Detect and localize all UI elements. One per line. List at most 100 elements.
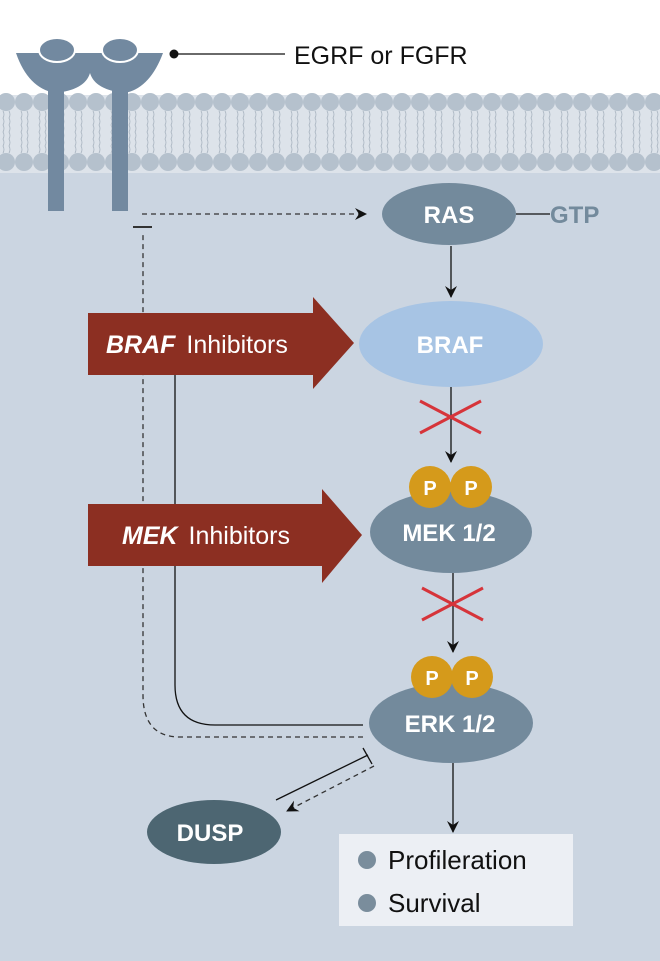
erk-feedback-solid-line [174, 350, 363, 726]
lipid-head [15, 93, 33, 111]
lipid-tail [80, 110, 83, 154]
lipid-tail [206, 110, 209, 154]
lipid-tail [146, 110, 149, 154]
lipid-tail [98, 110, 101, 154]
lipid-head [519, 153, 537, 171]
lipid-tail [38, 110, 41, 154]
lipid-head [213, 153, 231, 171]
lipid-head [393, 153, 411, 171]
lipid-head [411, 153, 429, 171]
lipid-head [627, 93, 645, 111]
lipid-head [609, 93, 627, 111]
lipid-head [303, 93, 321, 111]
lipid-tail [470, 110, 473, 154]
lipid-tail [620, 110, 623, 154]
lipid-tail [290, 110, 293, 154]
lipid-tail [74, 110, 77, 154]
mek-phospho-2-label: P [464, 478, 477, 500]
gtp-label: GTP [550, 202, 599, 229]
lipid-head [69, 153, 87, 171]
dusp-label: DUSP [177, 820, 244, 847]
mek-inhibitor-drug: MEK [122, 522, 180, 550]
lipid-tail [614, 110, 617, 154]
lipid-head [87, 93, 105, 111]
lipid-tail [650, 110, 653, 154]
erk-node[interactable] [369, 683, 533, 763]
lipid-tail [182, 110, 185, 154]
ras-label: RAS [424, 202, 475, 229]
mek-inhibitor-arrow[interactable] [88, 489, 362, 583]
lipid-tail [398, 110, 401, 154]
lipid-tail [452, 110, 455, 154]
lipid-tail [434, 110, 437, 154]
lipid-tail [128, 110, 131, 154]
lipid-head [447, 93, 465, 111]
lipid-head [213, 93, 231, 111]
lipid-head [231, 93, 249, 111]
lipid-head [285, 93, 303, 111]
lipid-tail [224, 110, 227, 154]
mek-phospho-2 [450, 466, 492, 508]
lipid-head [609, 153, 627, 171]
lipid-head [159, 93, 177, 111]
lipid-tail [344, 110, 347, 154]
lipid-head [267, 153, 285, 171]
lipid-tail [326, 110, 329, 154]
lipid-head [195, 93, 213, 111]
lipid-head [141, 153, 159, 171]
lipid-tail [548, 110, 551, 154]
erk-label: ERK 1/2 [405, 711, 496, 738]
lipid-head [249, 93, 267, 111]
lipid-tail [92, 110, 95, 154]
lipid-head [357, 153, 375, 171]
lipid-head [537, 93, 555, 111]
braf-label: BRAF [417, 332, 484, 359]
lipid-head [501, 93, 519, 111]
lipid-head [141, 93, 159, 111]
lipid-tail [386, 110, 389, 154]
braf-inhibitor-label: BRAF Inhibitors [106, 331, 288, 359]
bullet-icon [358, 894, 376, 912]
lipid-tail [602, 110, 605, 154]
lipid-tail [188, 110, 191, 154]
lipid-head [321, 93, 339, 111]
mek-inhibitor-suffix: Inhibitors [189, 522, 290, 550]
lipid-tail [278, 110, 281, 154]
lipid-head [249, 153, 267, 171]
mek-phospho-1-label: P [423, 478, 436, 500]
lipid-head [0, 93, 15, 111]
lipid-head [231, 153, 249, 171]
lipid-tail [332, 110, 335, 154]
lipid-tail [296, 110, 299, 154]
lipid-head [285, 153, 303, 171]
lipid-head [87, 153, 105, 171]
lipid-head [411, 93, 429, 111]
lipid-tail [200, 110, 203, 154]
lipid-head [573, 93, 591, 111]
ras-node[interactable] [382, 183, 516, 245]
lipid-tail [44, 110, 47, 154]
lipid-tail [416, 110, 419, 154]
braf-inhibitor-arrow[interactable] [88, 297, 354, 389]
lipid-tail [566, 110, 569, 154]
lipid-head [555, 93, 573, 111]
lipid-head [501, 153, 519, 171]
lipid-tail [584, 110, 587, 154]
lipid-tail [152, 110, 155, 154]
lipid-head [519, 93, 537, 111]
mek-phospho-1 [409, 466, 451, 508]
lipid-tail [656, 110, 659, 154]
lipid-tail [368, 110, 371, 154]
lipid-head [465, 153, 483, 171]
lipid-tail [422, 110, 425, 154]
outcome-survival: Survival [388, 888, 480, 918]
mek-node[interactable] [370, 491, 532, 573]
braf-node[interactable] [359, 301, 543, 387]
dusp-node[interactable] [147, 800, 281, 864]
lipid-head [177, 93, 195, 111]
lipid-tail [20, 110, 23, 154]
receptor-label: EGRF or FGFR [294, 42, 468, 70]
erk-phospho-2-label: P [465, 668, 478, 690]
lipid-head [177, 153, 195, 171]
